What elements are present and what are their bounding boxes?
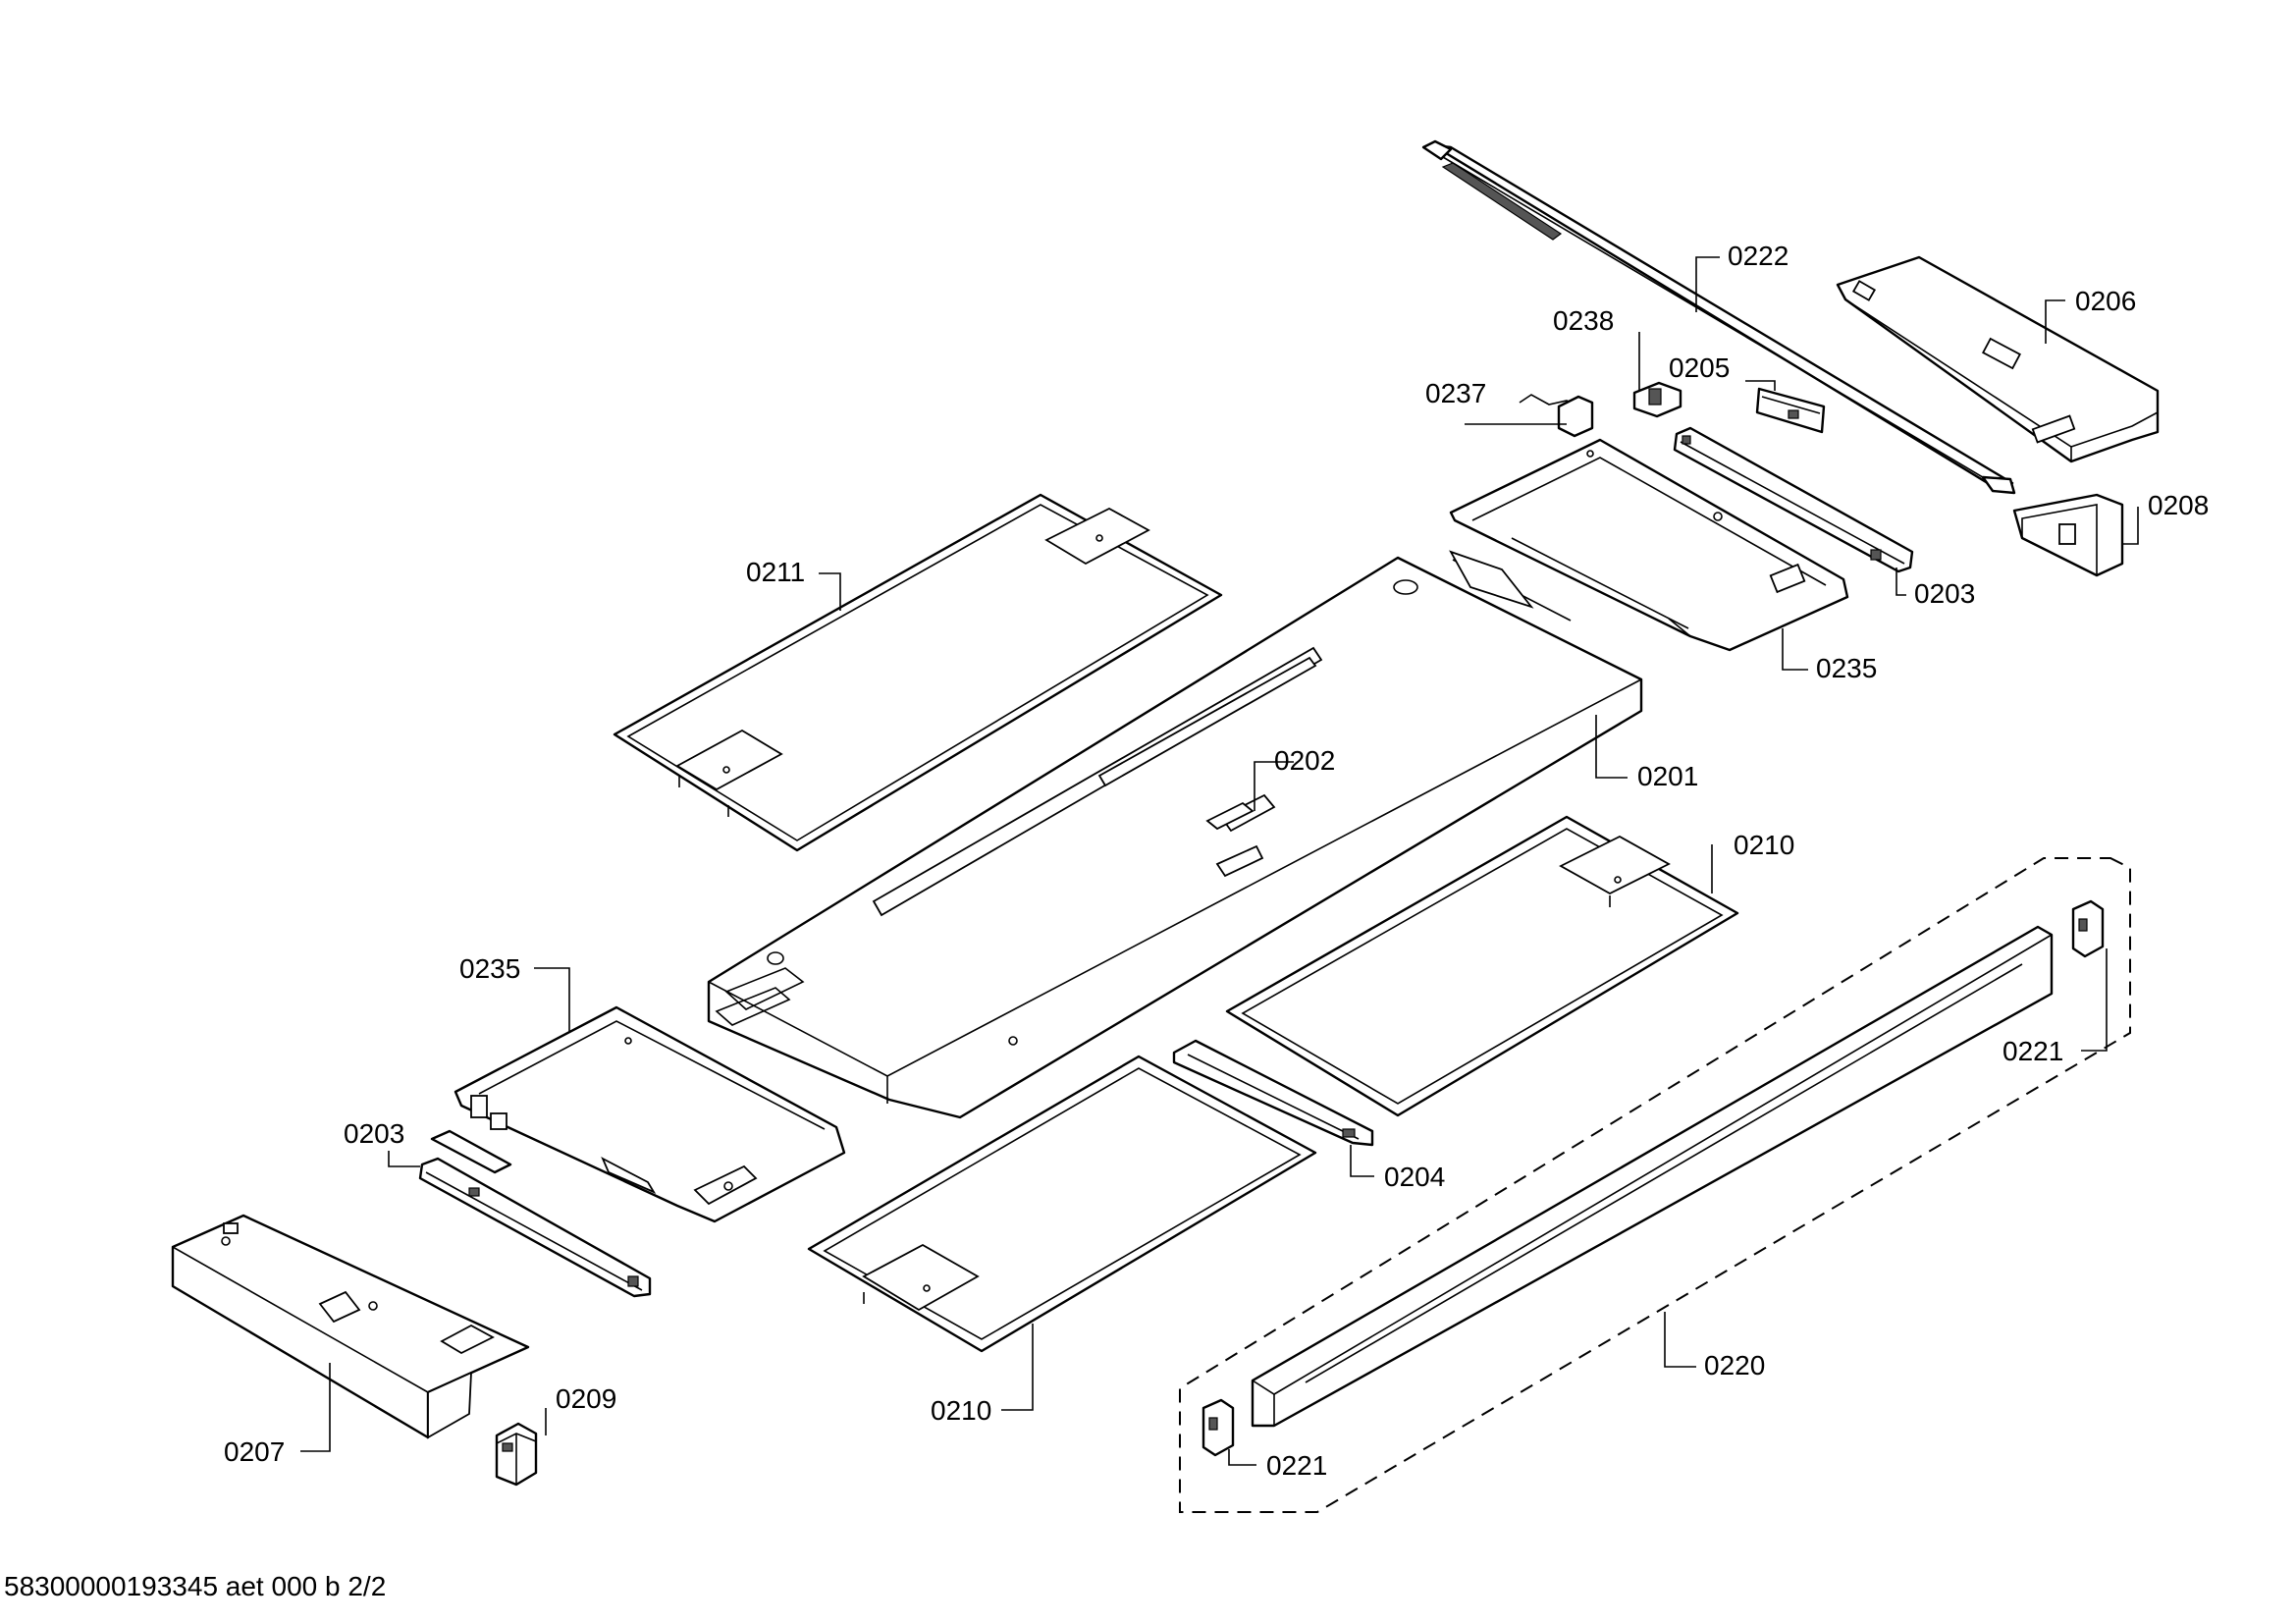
callout-0201: 0201 — [1637, 761, 1698, 791]
document-reference: 58300000193345 aet 000 b 2/2 — [4, 1571, 387, 1601]
callout-0210-lower: 0210 — [931, 1395, 991, 1426]
part-0206-bracket — [1836, 255, 2160, 463]
callout-0206: 0206 — [2075, 286, 2136, 316]
callout-0222: 0222 — [1728, 241, 1789, 271]
part-0235-upper-plate — [1449, 438, 1849, 652]
callout-0208: 0208 — [2148, 490, 2209, 520]
part-0204-strip — [1172, 1039, 1374, 1147]
callout-0203-upper: 0203 — [1914, 578, 1975, 609]
part-0211-frame — [613, 493, 1223, 852]
callout-0209: 0209 — [556, 1383, 616, 1414]
part-0205-plate — [1755, 387, 1826, 434]
part-0237-sensor — [1519, 394, 1594, 438]
callout-0204: 0204 — [1384, 1162, 1445, 1192]
part-0210-upper-frame — [1225, 815, 1739, 1117]
callout-0221-upper: 0221 — [2002, 1036, 2063, 1066]
part-0203-upper-rail — [1673, 426, 1914, 573]
part-0207-bracket — [171, 1214, 530, 1439]
callout-labels: 0222 0206 0238 0205 0237 0208 0203 0235 … — [224, 241, 2209, 1481]
callout-0220: 0220 — [1704, 1350, 1765, 1380]
callout-0221-lower: 0221 — [1266, 1450, 1327, 1481]
part-0238-clip — [1632, 381, 1682, 418]
part-0221-end-cap-lower — [1201, 1398, 1235, 1457]
part-0201-main-body — [707, 550, 1643, 1119]
callout-0203-lower: 0203 — [344, 1118, 404, 1149]
leader-lines — [300, 256, 2139, 1466]
part-0203-lower-rail — [418, 1129, 652, 1298]
callout-0205: 0205 — [1669, 352, 1730, 383]
callout-0235-lower: 0235 — [459, 953, 520, 984]
part-0220-trim-bar — [1251, 925, 2054, 1428]
part-0202-label — [1205, 801, 1255, 831]
assembly-outline-dashed — [1179, 857, 2131, 1513]
callout-0210-upper: 0210 — [1734, 830, 1794, 860]
callout-0207: 0207 — [224, 1436, 285, 1467]
callout-0237: 0237 — [1425, 378, 1486, 408]
part-0208-cap — [2012, 493, 2124, 577]
part-0222-rail — [1421, 139, 2016, 495]
callout-0202: 0202 — [1274, 745, 1335, 776]
callout-0235-upper: 0235 — [1816, 653, 1877, 683]
part-0221-end-cap-upper — [2071, 899, 2105, 958]
part-0235-lower-plate — [454, 1005, 846, 1223]
callout-0238: 0238 — [1553, 305, 1614, 336]
part-0209-box — [495, 1422, 538, 1487]
part-0210-lower-frame — [807, 1055, 1317, 1353]
callout-0211: 0211 — [746, 557, 805, 587]
